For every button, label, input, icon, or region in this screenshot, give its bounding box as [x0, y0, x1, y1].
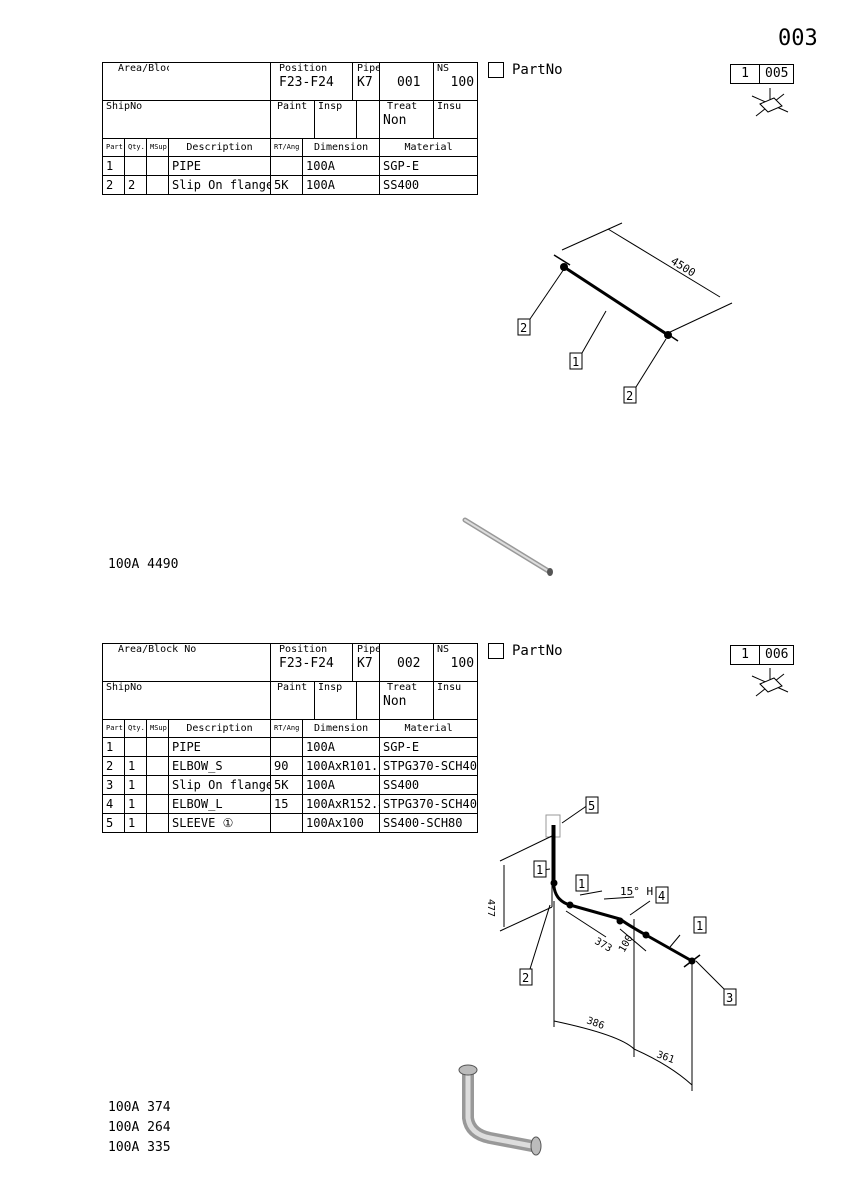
callout: 1 — [696, 919, 703, 933]
page-number: 003 — [778, 26, 818, 51]
dim-length-label: 4500 — [668, 255, 697, 280]
checkbox[interactable] — [488, 62, 504, 78]
flange-node — [560, 263, 568, 271]
callout: 2 — [520, 321, 527, 335]
flange-node — [664, 331, 672, 339]
sheet-id-box: 1 006 — [730, 645, 795, 665]
orientation-icon — [751, 88, 789, 117]
callout: 1 — [572, 355, 579, 369]
sheet-id-box: 1 005 — [730, 64, 795, 84]
pipe-3d-preview-1 — [462, 517, 553, 576]
dim-vertical-label: 477 — [485, 899, 496, 917]
checkbox[interactable] — [488, 643, 504, 659]
partno-checkbox[interactable]: PartNo — [488, 643, 563, 659]
cut-list-2: 100A 374 100A 264 100A 335 — [108, 1100, 171, 1155]
dim-label: 100 — [617, 933, 636, 954]
table-row: 2 2 Slip On flange 5K 100A SS400 — [102, 175, 479, 195]
callout: 3 — [726, 991, 733, 1005]
dim-label: 361 — [655, 1049, 676, 1066]
pipe-3d-preview-2 — [458, 1064, 542, 1156]
orientation-icon — [751, 668, 789, 697]
callout: 4 — [658, 889, 665, 903]
callout: 2 — [522, 971, 529, 985]
callout: 1 — [536, 863, 543, 877]
callout: 5 — [588, 799, 595, 813]
partno-checkbox[interactable]: PartNo — [488, 62, 563, 78]
iso-drawing-1: 4500 2 1 2 — [517, 222, 733, 404]
angle-note: 15° H — [620, 885, 653, 898]
cut-list-1: 100A 4490 — [108, 557, 179, 572]
dim-label: 373 — [593, 936, 614, 955]
callout: 1 — [578, 877, 585, 891]
table-row: 1 PIPE 100A SGP-E — [102, 156, 479, 176]
callout: 2 — [626, 389, 633, 403]
iso-drawing-2: 477 373 100 386 361 15° H 5 1 1 4 1 2 3 — [485, 796, 737, 1091]
